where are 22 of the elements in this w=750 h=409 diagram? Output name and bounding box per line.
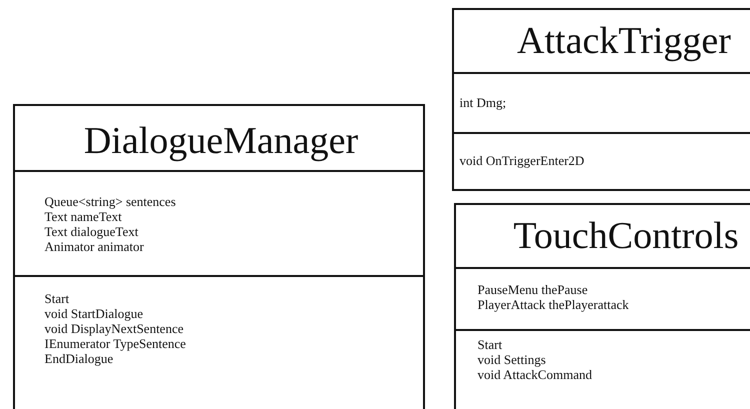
member-text: void AttackCommand (478, 366, 592, 382)
member-text: PauseMenu thePause (478, 282, 588, 296)
member-text: Text nameText (44, 208, 122, 224)
member-text: void StartDialogue (44, 306, 144, 320)
member-text: Start (478, 336, 502, 352)
member-text: EndDialogue (44, 350, 114, 366)
member-text: Text dialogueText (44, 224, 138, 238)
class-name: TouchControls (512, 217, 740, 255)
class-box (452, 8, 750, 191)
member-text: Queue<string> sentences (44, 194, 176, 208)
member-text: int Dmg; (460, 94, 506, 110)
class-box (454, 203, 750, 409)
member-text: void Settings (478, 352, 546, 366)
member-text: IEnumerator TypeSentence (44, 336, 186, 350)
member-text: Animator animator (44, 238, 144, 254)
class-name: AttackTrigger (516, 22, 732, 60)
member-text: void OnTriggerEnter2D (460, 152, 584, 168)
member-text: Start (44, 290, 70, 306)
member-text: void DisplayNextSentence (44, 320, 184, 336)
member-text: PlayerAttack thePlayerattack (478, 296, 629, 312)
class-box (13, 104, 425, 409)
class-name: DialogueManager (82, 122, 360, 160)
